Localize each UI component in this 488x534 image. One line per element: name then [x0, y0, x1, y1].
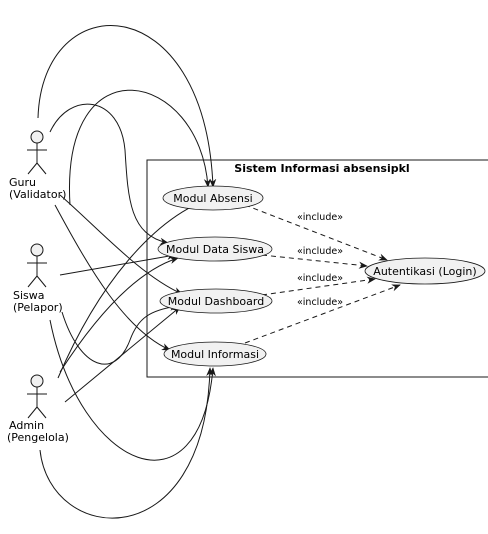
- use-case-label: Modul Data Siswa: [166, 243, 264, 256]
- use-case-label: Modul Informasi: [171, 348, 259, 361]
- include-label: «include»: [297, 273, 343, 284]
- use-case-login[interactable]: Autentikasi (Login): [364, 257, 486, 285]
- edge-siswa-datasiswa: [59, 252, 176, 276]
- include-label: «include»: [297, 297, 343, 308]
- edge-guru-informasi: [54, 204, 171, 351]
- include-label: «include»: [297, 246, 343, 257]
- include-edge-informasi: [244, 284, 401, 344]
- include-edge-dashboard: [261, 276, 376, 296]
- system-title: Sistem Informasi absensipkl: [234, 162, 409, 175]
- actor-role: (Pengelola): [7, 431, 69, 444]
- stick-figure-icon: [27, 374, 47, 419]
- edge-guru-dashboard: [59, 194, 183, 295]
- edge-siswa-informasi: [49, 319, 216, 461]
- edge-admin-dashboard: [64, 306, 181, 403]
- stick-figure-icon: [27, 130, 47, 175]
- actor-name: Siswa: [13, 289, 45, 302]
- actor-siswa[interactable]: Siswa (Pelapor): [13, 243, 63, 314]
- edge-guru-datasiswa: [49, 103, 169, 245]
- actor-name: Guru: [9, 176, 36, 189]
- use-case-label: Modul Dashboard: [168, 295, 264, 308]
- actor-role: (Validator): [9, 188, 66, 201]
- edge-admin-informasi: [39, 367, 214, 519]
- use-case-absensi[interactable]: Modul Absensi: [162, 185, 264, 211]
- actor-role: (Pelapor): [13, 301, 63, 314]
- association-edges: [37, 25, 223, 519]
- include-label: «include»: [297, 212, 343, 223]
- use-case-informasi[interactable]: Modul Informasi: [163, 341, 267, 367]
- include-edges: «include» «include» «include» «include»: [244, 204, 401, 344]
- edge-admin-datasiswa: [59, 257, 179, 373]
- stick-figure-icon: [27, 243, 47, 288]
- actor-admin[interactable]: Admin (Pengelola): [7, 374, 69, 444]
- use-case-data-siswa[interactable]: Modul Data Siswa: [157, 236, 273, 262]
- actor-name: Admin: [9, 419, 44, 432]
- use-case-dashboard[interactable]: Modul Dashboard: [159, 288, 273, 314]
- actor-guru[interactable]: Guru (Validator): [9, 130, 66, 201]
- edge-siswa-dashboard: [61, 303, 179, 365]
- edge-siswa-absensi: [69, 89, 212, 206]
- edge-guru-absensi: [37, 25, 217, 188]
- include-edge-absensi: [244, 204, 388, 261]
- use-case-label: Modul Absensi: [173, 192, 253, 205]
- use-case-label: Autentikasi (Login): [373, 265, 476, 278]
- system-boundary: Sistem Informasi absensipkl: [146, 159, 488, 378]
